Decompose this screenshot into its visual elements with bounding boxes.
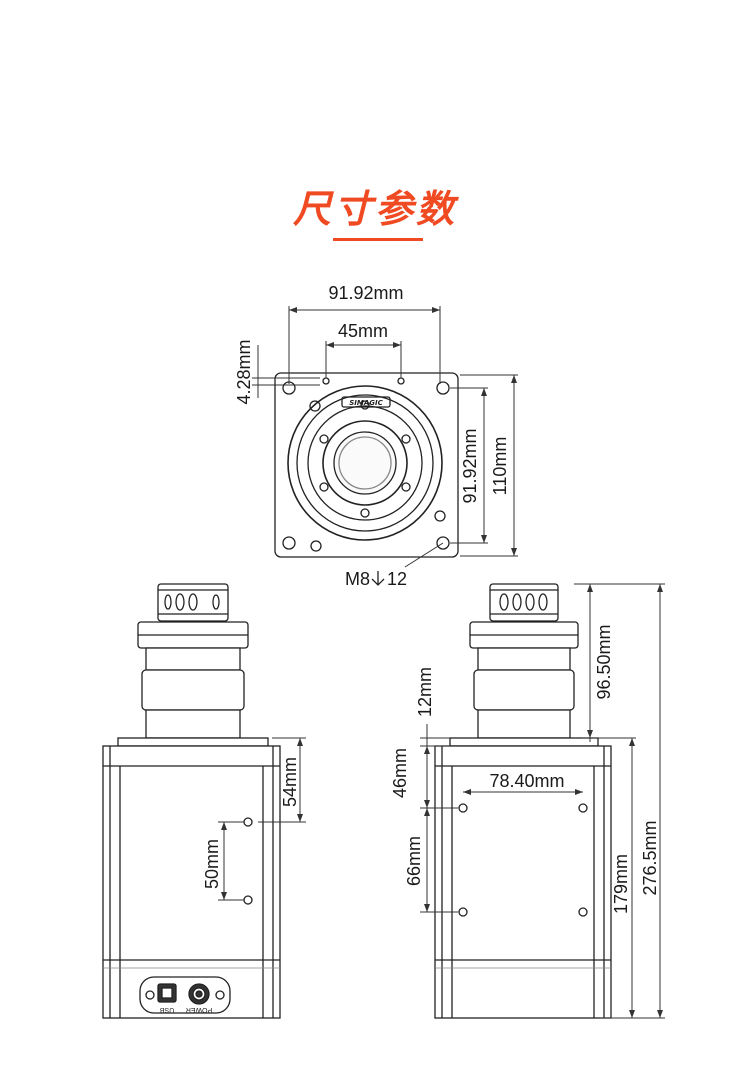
dim-side-50: 50mm	[202, 839, 222, 889]
brand-plate	[341, 396, 391, 408]
side-view-left-dimensions	[218, 737, 306, 901]
dim-thread-depth: 12	[387, 569, 407, 589]
front-view-arrowheads	[289, 307, 517, 556]
hub-ring	[322, 420, 408, 506]
side-view-right-dimensions	[420, 583, 665, 1019]
title-underline	[333, 238, 423, 241]
dim-top-width: 91.92mm	[328, 283, 403, 303]
shaft-head-left	[157, 583, 229, 622]
dim-thread: M8	[345, 569, 370, 589]
dim-inner-height: 91.92mm	[460, 428, 480, 503]
dim-right-body: 179mm	[611, 854, 631, 914]
port-panel	[139, 976, 231, 1014]
side-view-left-arrowheads	[221, 738, 303, 900]
side-bolt-bl	[310, 540, 322, 552]
side-bolt-br	[434, 510, 446, 522]
front-view: SIMAGIC	[274, 372, 459, 558]
flange-ring-3	[307, 405, 423, 521]
dim-right-shaft: 96.50mm	[594, 624, 614, 699]
mount-hole-right-ur	[578, 803, 588, 813]
dim-right-66: 66mm	[404, 836, 424, 886]
corner-hole-bl	[282, 536, 296, 550]
dim-outer-height: 110mm	[490, 437, 510, 496]
side-view-left	[102, 583, 281, 1019]
side-view-right	[434, 583, 612, 1019]
brand-label: SIMAGIC	[349, 399, 383, 407]
flange-ring-2	[296, 394, 434, 532]
mount-hole-right-ul	[458, 803, 468, 813]
front-view-dimensions	[252, 306, 518, 568]
base-cap-left	[117, 737, 269, 747]
dim-thread-size: M8	[345, 569, 370, 589]
bearing-2-right	[473, 669, 575, 711]
flange-outer-ring	[287, 385, 443, 541]
depth-symbol-icon	[371, 571, 385, 586]
side-view-right-arrowheads	[424, 584, 663, 1018]
side-bolt-tl	[309, 400, 321, 412]
mount-hole-right-ll	[458, 907, 468, 917]
bearing-3-right	[477, 709, 571, 739]
corner-hole-br	[436, 536, 450, 550]
bolt-6	[319, 434, 329, 444]
bearing-3-left	[145, 709, 241, 739]
bearing-1-left	[145, 647, 241, 671]
hub-inner	[333, 431, 397, 495]
power-label: POWER	[186, 1006, 212, 1013]
bolt-5	[319, 482, 329, 492]
bolt-2	[401, 434, 411, 444]
base-cap-right	[449, 737, 599, 747]
corner-hole-tr	[436, 381, 450, 395]
dim-hole-offset: 4.28mm	[234, 339, 254, 404]
dim-hole-spacing: 45mm	[338, 321, 388, 341]
dim-right-width: 78.40mm	[489, 771, 564, 791]
shaft-head-right	[489, 583, 559, 622]
motor-body-right	[434, 745, 612, 1019]
usb-label: USB	[159, 1006, 174, 1013]
mount-hole-right-lr	[578, 907, 588, 917]
bearing-2-left	[141, 669, 245, 711]
bolt-3	[401, 482, 411, 492]
bolt-1	[360, 400, 370, 410]
dim-right-12: 12mm	[415, 667, 435, 717]
motor-body-left	[102, 745, 281, 1019]
dim-side-54: 54mm	[280, 757, 300, 807]
hub-bore	[338, 436, 392, 490]
bearing-1-right	[477, 647, 571, 671]
dim-right-total: 276.5mm	[640, 820, 660, 895]
dim-right-46: 46mm	[390, 748, 410, 798]
bolt-4	[360, 508, 370, 518]
page-title: 尺寸参数	[292, 187, 457, 231]
